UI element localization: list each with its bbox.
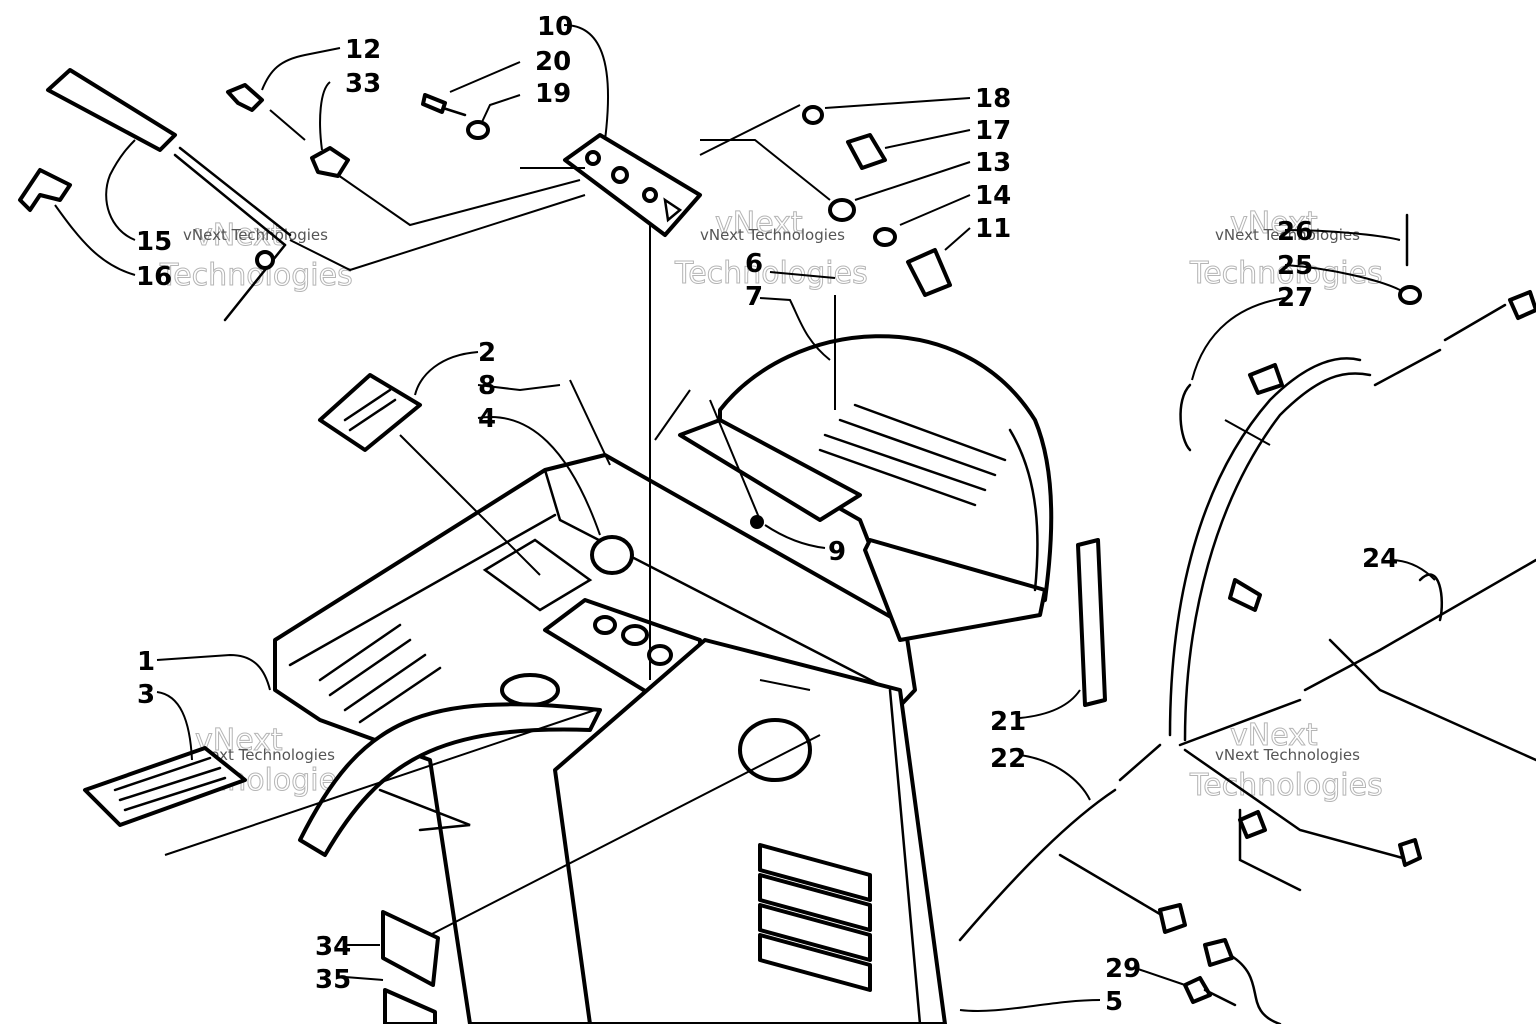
svg-text:vNext Technologies: vNext Technologies (1215, 746, 1360, 764)
bracket-16 (18, 168, 72, 212)
grommet-9 (750, 515, 764, 529)
callout-17: 17 (975, 116, 1011, 146)
callout-8: 8 (478, 371, 496, 401)
seal-strip-21 (1076, 538, 1107, 707)
decal-34 (381, 910, 440, 987)
callout-20: 20 (535, 47, 571, 77)
svg-text:vNext: vNext (1230, 718, 1318, 753)
callout-34: 34 (315, 932, 351, 962)
callout-22: 22 (990, 744, 1026, 774)
svg-text:vNext: vNext (1230, 206, 1318, 241)
svg-text:vNext: vNext (715, 206, 803, 241)
callout-2: 2 (478, 338, 496, 368)
callout-16: 16 (136, 262, 172, 292)
callout-35: 35 (315, 965, 351, 995)
watermark-right: vNext Technologies vNext Technologies (1189, 206, 1384, 292)
callout-21: 21 (990, 707, 1026, 737)
lower-connector (1203, 938, 1282, 1024)
decal-2 (318, 373, 422, 452)
washer-19 (466, 120, 490, 140)
knob-4 (590, 535, 634, 575)
bolt-29 (1183, 976, 1237, 1007)
callout-11: 11 (975, 214, 1011, 244)
bezel-33 (310, 146, 350, 178)
trim-left-fin (378, 788, 471, 832)
dash-decal (563, 133, 702, 237)
callout-6: 6 (745, 249, 763, 279)
callout-33: 33 (345, 69, 381, 99)
washer-13 (828, 198, 856, 222)
switch-17 (846, 133, 887, 170)
callout-7: 7 (745, 282, 763, 312)
callout-27: 27 (1277, 283, 1313, 313)
callout-25: 25 (1277, 251, 1313, 281)
nut-14 (873, 227, 897, 247)
watermark-center: vNext Technologies vNext Technologies (674, 206, 869, 292)
callout-15: 15 (136, 227, 172, 257)
wiring-harness (958, 290, 1536, 942)
rear-shroud (678, 334, 1054, 642)
decal-35 (383, 988, 437, 1024)
callout-5: 5 (1105, 987, 1123, 1017)
svg-text:vNext Technologies: vNext Technologies (190, 746, 335, 764)
callout-3: 3 (137, 680, 155, 710)
nut-18 (802, 105, 824, 125)
svg-text:vNext: vNext (195, 218, 283, 253)
callout-9: 9 (828, 537, 846, 567)
key-12 (226, 83, 264, 112)
callout-13: 13 (975, 148, 1011, 178)
decal-3 (83, 746, 247, 827)
throttle-15 (46, 68, 292, 322)
watermark-bottom-right: vNext Technologies vNext Technologies (1189, 718, 1384, 804)
ignition-switch-11 (906, 248, 952, 297)
callout-29: 29 (1105, 954, 1141, 984)
callout-19: 19 (535, 79, 571, 109)
nose-panel (553, 638, 947, 1024)
svg-text:Technologies: Technologies (1189, 256, 1383, 291)
clip-25 (1398, 285, 1422, 305)
trim-left (298, 702, 602, 857)
callout-26: 26 (1277, 217, 1313, 247)
callout-12: 12 (345, 35, 381, 65)
svg-text:Technologies: Technologies (674, 256, 868, 291)
callout-14: 14 (975, 181, 1011, 211)
callout-24: 24 (1362, 544, 1398, 574)
svg-text:vNext Technologies: vNext Technologies (700, 226, 845, 244)
callout-1: 1 (137, 647, 155, 677)
callout-4: 4 (478, 404, 496, 434)
callout-10: 10 (537, 12, 573, 42)
svg-text:vNext Technologies: vNext Technologies (183, 226, 328, 244)
hardware-20 (421, 93, 467, 117)
callout-18: 18 (975, 84, 1011, 114)
leader-lines (54, 24, 1436, 1012)
callout-labels: 10 12 20 33 19 18 17 13 14 11 15 16 6 7 … (136, 12, 1398, 1017)
